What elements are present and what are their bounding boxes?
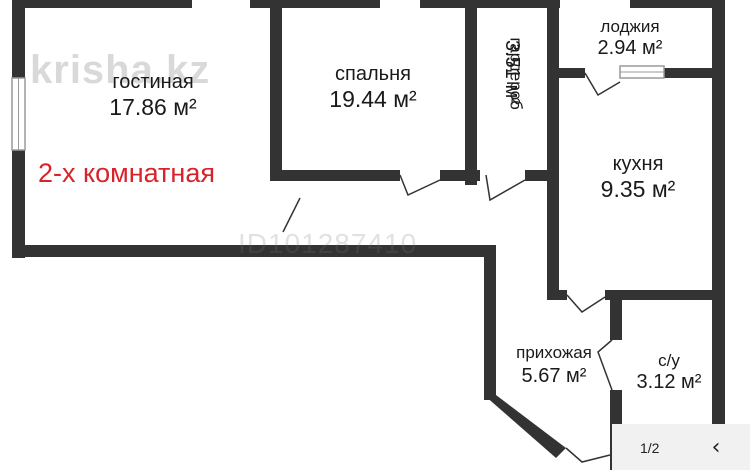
wall-loggia-a bbox=[555, 68, 585, 78]
door-living bbox=[282, 197, 301, 233]
wall-top-a bbox=[12, 0, 192, 8]
wall-top-c bbox=[420, 0, 560, 8]
window-loggia bbox=[619, 65, 665, 79]
wall-top-b bbox=[250, 0, 380, 8]
wall-wardrobe-kitchen bbox=[547, 0, 559, 300]
listing-id-watermark: ID101287410 bbox=[238, 228, 418, 259]
room-name-kitchen: кухня bbox=[612, 153, 664, 175]
wall-bedroom-bottom-a bbox=[270, 170, 400, 181]
image-counter: 1/2 bbox=[640, 440, 660, 456]
room-area-hallway: 5.67 м² bbox=[521, 365, 587, 387]
apartment-type-label: 2-х комнатная bbox=[38, 158, 215, 188]
wall-bedroom-bottom-b bbox=[440, 170, 480, 181]
window-left bbox=[11, 77, 26, 151]
doors bbox=[282, 72, 621, 463]
room-area-loggia: 2.94 м² bbox=[597, 37, 663, 59]
wall-right bbox=[712, 0, 725, 470]
wall-loggia-b bbox=[660, 68, 720, 78]
wall-bottom-left bbox=[12, 245, 492, 257]
door-bedroom bbox=[399, 174, 441, 197]
top-walls bbox=[12, 0, 720, 8]
wall-kitchen-bottom-a bbox=[547, 290, 567, 300]
room-area-wardrobe: 3.51 м² bbox=[501, 40, 523, 105]
room-name-loggia: лоджия bbox=[600, 17, 660, 36]
door-wardrobe bbox=[485, 174, 526, 202]
wall-bedroom-wardrobe bbox=[465, 0, 477, 185]
wall-top-d bbox=[630, 0, 720, 8]
image-pager bbox=[612, 424, 750, 470]
room-area-bedroom: 19.44 м² bbox=[329, 86, 417, 112]
wall-bath-left-a bbox=[610, 290, 622, 340]
wall-hall-left bbox=[484, 245, 496, 400]
wall-wardrobe-bottom bbox=[525, 170, 555, 181]
door-entrance bbox=[565, 447, 611, 463]
chevron-left-icon[interactable]: ‹ bbox=[703, 434, 729, 462]
room-area-living: 17.86 м² bbox=[109, 94, 197, 120]
room-name-living: гостиная bbox=[112, 71, 194, 93]
room-area-bathroom: 3.12 м² bbox=[636, 371, 702, 393]
room-name-hallway: прихожая bbox=[516, 343, 592, 362]
wall-kitchen-bottom-b bbox=[605, 290, 720, 300]
wall-hall-diagonal bbox=[484, 395, 566, 458]
room-area-kitchen: 9.35 м² bbox=[600, 176, 676, 202]
room-name-bathroom: с/у bbox=[658, 351, 680, 370]
door-bathroom bbox=[597, 339, 613, 391]
site-watermark: krisha.kz bbox=[30, 48, 211, 92]
door-kitchen bbox=[566, 294, 606, 313]
door-loggia bbox=[584, 72, 621, 97]
wall-living-bedroom bbox=[270, 0, 282, 170]
walls bbox=[12, 0, 725, 470]
room-name-bedroom: спальня bbox=[335, 63, 411, 85]
